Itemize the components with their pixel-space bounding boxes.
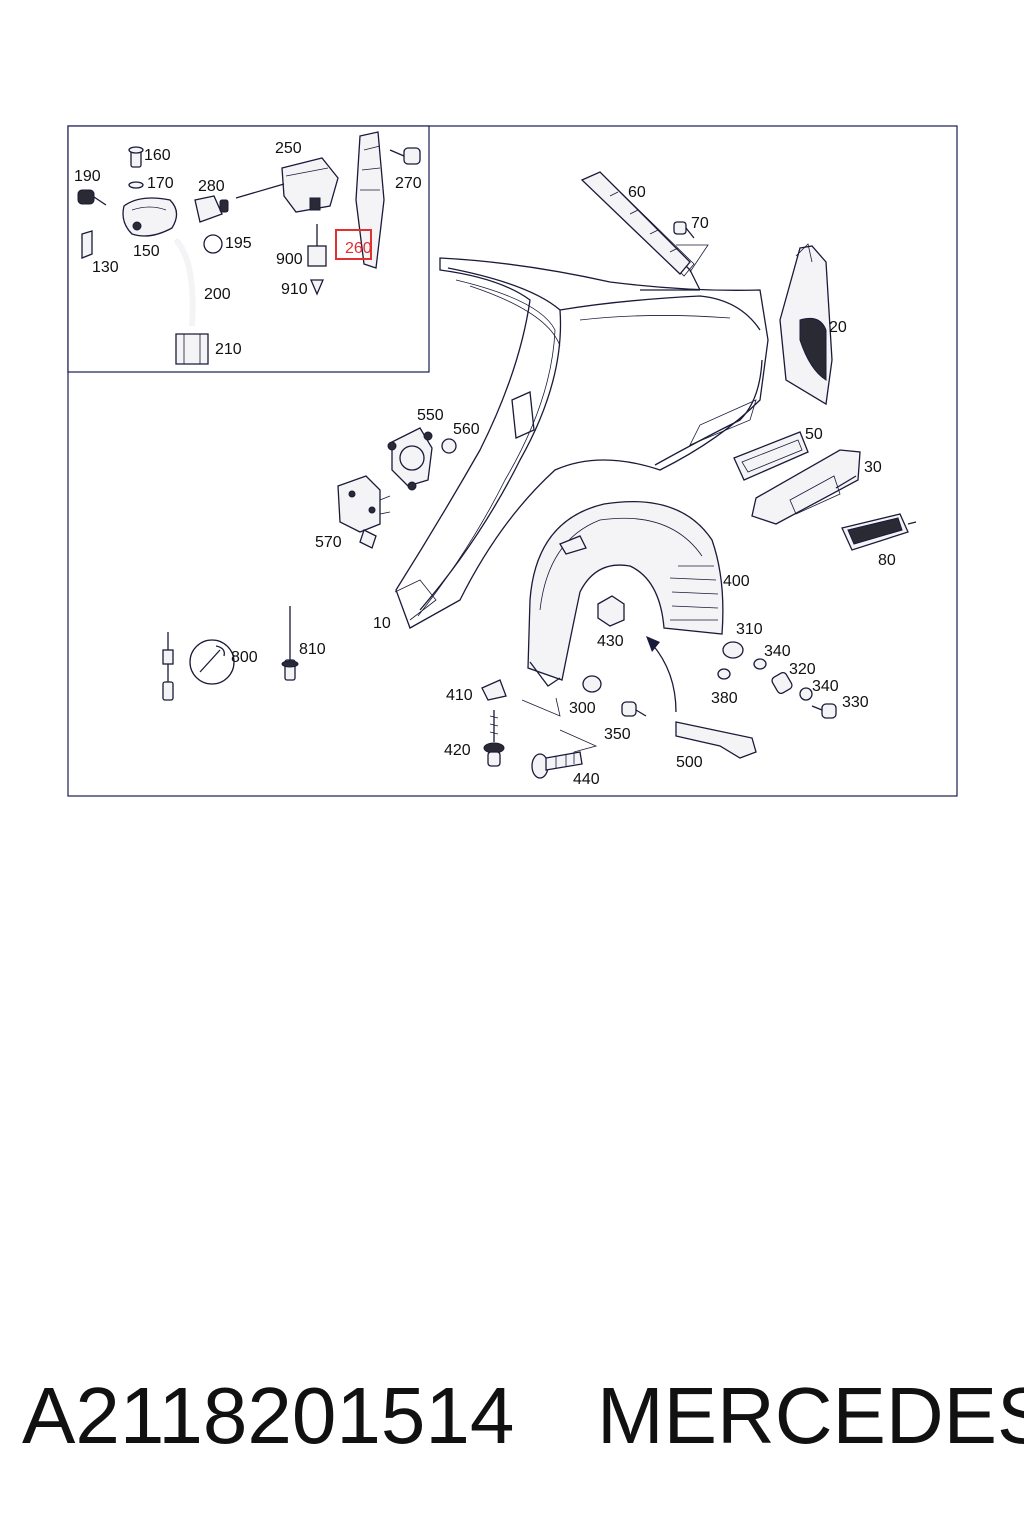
callout-250: 250 [275,140,302,157]
callout-170: 170 [147,175,174,192]
cap-300 [582,675,602,693]
stud-800 [162,632,235,701]
block-500 [675,721,757,759]
rail-part-60 [580,171,691,275]
callout-200: 200 [204,286,231,303]
callout-900: 900 [276,251,303,268]
callout-330: 330 [842,694,869,711]
panel-30 [751,449,861,525]
clip-410 [481,679,561,717]
part-number: A2118201514 [22,1371,515,1460]
callout-260: 260 [345,240,372,257]
callout-10: 10 [373,615,391,632]
callout-50: 50 [805,426,823,443]
brand-name: MERCEDES [597,1371,1024,1460]
screw-420 [483,710,505,767]
callout-340-b: 340 [812,678,839,695]
callout-810: 810 [299,641,326,658]
rivet-810 [281,606,299,681]
callout-400: 400 [723,573,750,590]
callout-560: 560 [453,421,480,438]
callout-80: 80 [878,552,896,569]
callout-440: 440 [573,771,600,788]
small-fasteners [717,641,837,719]
nut-430 [597,595,625,627]
vent-grille-50 [733,431,809,481]
highlight-box-260 [335,229,372,260]
push-pin-440 [531,729,598,779]
callout-310: 310 [736,621,763,638]
callout-280: 280 [198,178,225,195]
callout-380: 380 [711,690,738,707]
parts-diagram: 160 190 170 250 280 270 150 195 130 260 … [67,125,958,797]
callout-130: 130 [92,259,119,276]
callout-420: 420 [444,742,471,759]
callout-160: 160 [144,147,171,164]
callout-350: 350 [604,726,631,743]
callout-500: 500 [676,754,703,771]
callout-570: 570 [315,534,342,551]
callout-190: 190 [74,168,101,185]
arrow [651,643,677,713]
callout-340: 340 [764,643,791,660]
callout-195: 195 [225,235,252,252]
callout-150: 150 [133,243,160,260]
bolt-70 [673,221,709,273]
callout-270: 270 [395,175,422,192]
callout-800: 800 [231,649,258,666]
bracket-570 [337,475,391,549]
callout-70: 70 [691,215,709,232]
callout-430: 430 [597,633,624,650]
callout-300: 300 [569,700,596,717]
bolt-350 [621,701,647,717]
wheel-liner-400 [527,501,724,687]
fuel-flap-parts [77,131,421,365]
callout-60: 60 [628,184,646,201]
trim-part-20 [779,243,833,406]
callout-320: 320 [789,661,816,678]
vent-80 [841,513,917,551]
callout-910: 910 [281,281,308,298]
callout-210: 210 [215,341,242,358]
callout-30: 30 [864,459,882,476]
callout-550: 550 [417,407,444,424]
arrow-head [646,636,660,652]
flange-550 [387,427,457,491]
callout-410: 410 [446,687,473,704]
callout-20: 20 [829,319,847,336]
